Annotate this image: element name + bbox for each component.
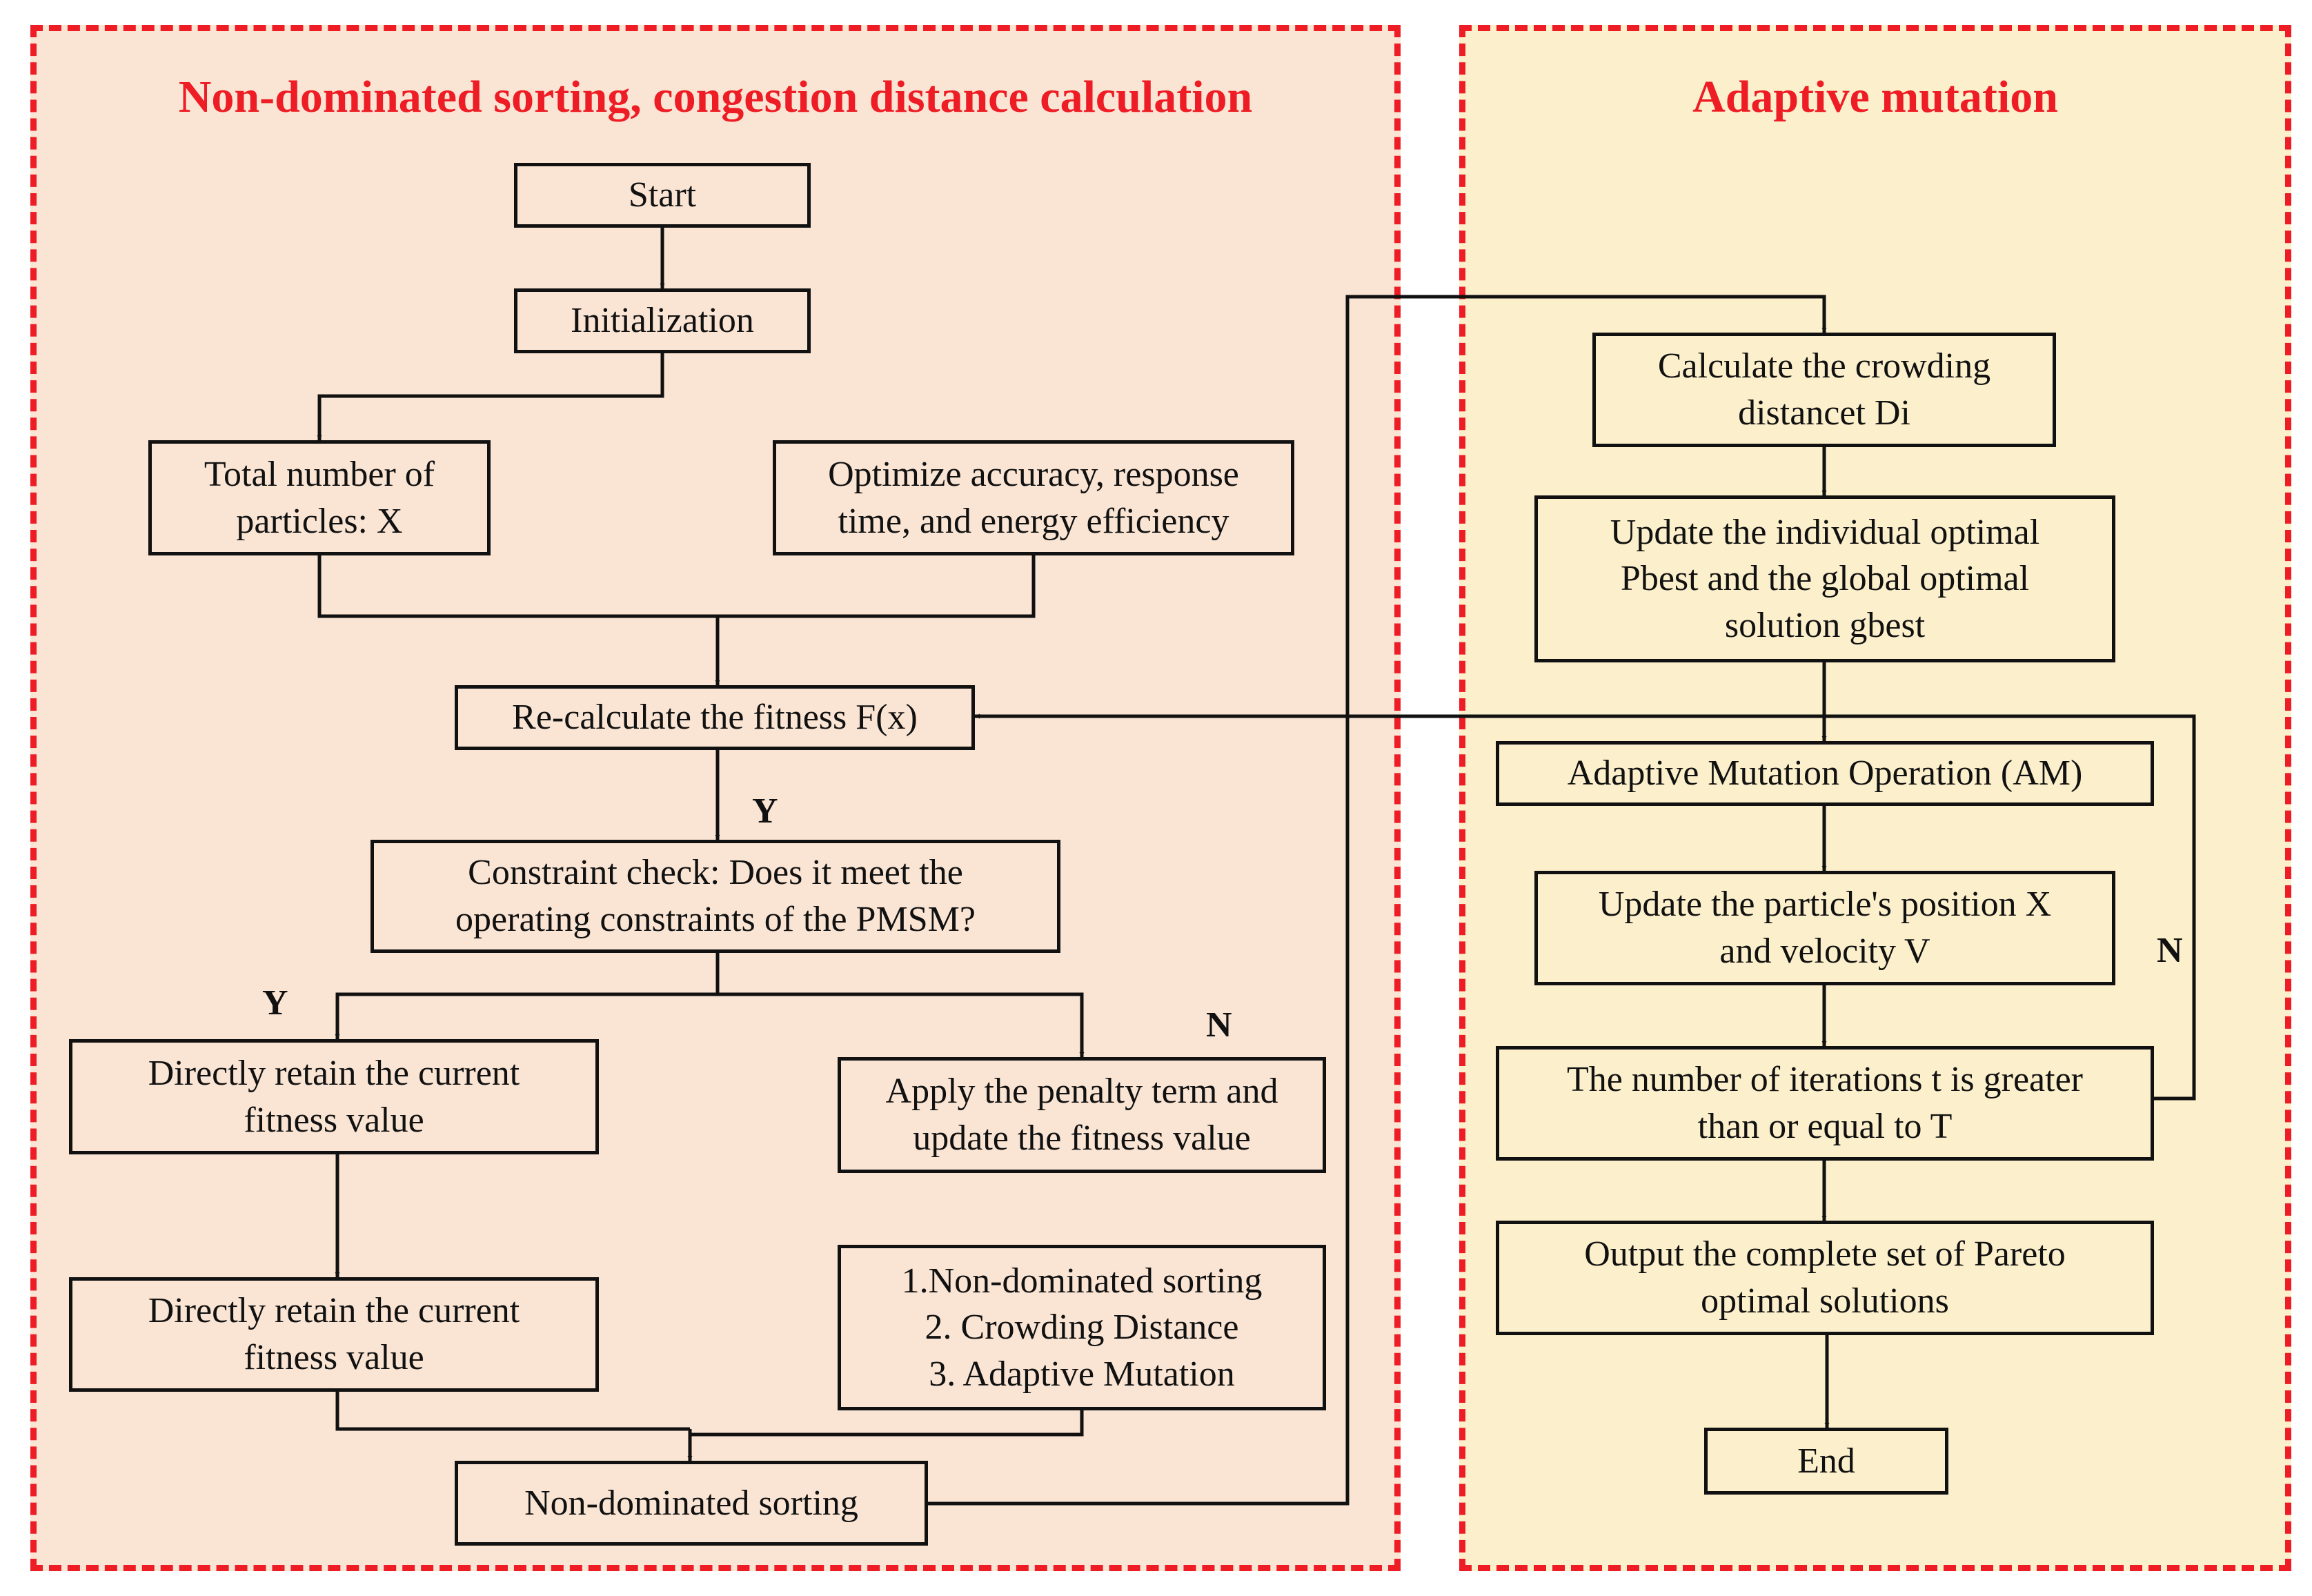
left-panel-title: Non-dominated sorting, congestion distan… (178, 72, 1253, 122)
no-label-loop: N (2157, 931, 2183, 970)
penalty-term-node: Apply the penalty term and update the fi… (838, 1057, 1326, 1173)
total-particles-node: Total number of particles: X (148, 440, 491, 555)
retain-fitness-node-2: Directly retain the current fitness valu… (69, 1277, 599, 1392)
arrow-nds-crowding (928, 295, 1827, 1506)
left-panel (30, 25, 1401, 1571)
update-best-node: Update the individual optimal Pbest and … (1534, 495, 2115, 662)
yes-label-retain: Y (262, 983, 288, 1023)
crowding-distance-node: Calculate the crowding distancet Di (1592, 333, 2056, 447)
arrow-constraint-retain1 (335, 953, 720, 1039)
iteration-check-node: The number of iterations t is greater th… (1496, 1046, 2154, 1161)
arrow-constraint-penalty (718, 992, 1085, 1057)
recalculate-fitness-node: Re-calculate the fitness F(x) (455, 685, 975, 750)
initialization-node: Initialization (514, 288, 811, 353)
retain-fitness-node-1: Directly retain the current fitness valu… (69, 1039, 599, 1154)
connector-retain2-nds (335, 1392, 690, 1431)
connector-steps-nds (690, 1410, 1084, 1437)
adaptive-mutation-node: Adaptive Mutation Operation (AM) (1496, 741, 2154, 806)
connector-particles-merge (317, 555, 1036, 618)
no-label-penalty: N (1206, 1005, 1232, 1045)
arrow-iter-loop-recalc (975, 713, 2196, 1101)
non-dominated-sorting-node: Non-dominated sorting (455, 1461, 928, 1546)
arrow-init-particles (317, 353, 664, 440)
output-pareto-node: Output the complete set of Pareto optima… (1496, 1221, 2154, 1335)
optimize-objectives-node: Optimize accuracy, response time, and en… (773, 440, 1294, 555)
update-position-node: Update the particle's position X and vel… (1534, 871, 2115, 985)
constraint-check-node: Constraint check: Does it meet the opera… (370, 840, 1060, 953)
end-node: End (1704, 1428, 1948, 1495)
yes-label-recalc: Y (752, 791, 778, 831)
method-steps-node: 1.Non-dominated sorting 2. Crowding Dist… (838, 1245, 1326, 1410)
right-panel-title: Adaptive mutation (1692, 72, 2058, 122)
start-node: Start (514, 163, 811, 228)
